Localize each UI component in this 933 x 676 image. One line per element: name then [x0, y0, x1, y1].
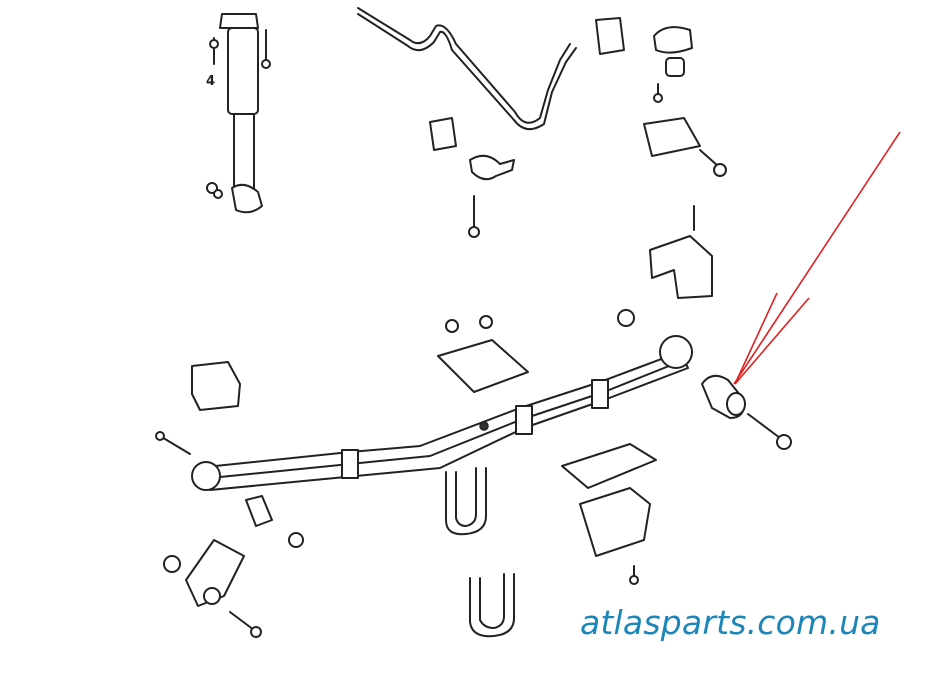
u-bolts — [445, 467, 515, 638]
highlight-arrow — [733, 131, 901, 385]
lower-pad — [561, 443, 657, 585]
part-number-label: 4 — [206, 74, 216, 89]
front-hanger — [155, 361, 304, 638]
leaf-spring — [191, 335, 693, 491]
spring-plate — [437, 315, 529, 393]
watermark-text: atlasparts.com.ua — [580, 603, 881, 642]
stabilizer-bar — [357, 7, 625, 238]
shock-absorber — [206, 13, 271, 214]
rear-bushing — [701, 374, 792, 450]
mount-bracket — [617, 26, 727, 327]
